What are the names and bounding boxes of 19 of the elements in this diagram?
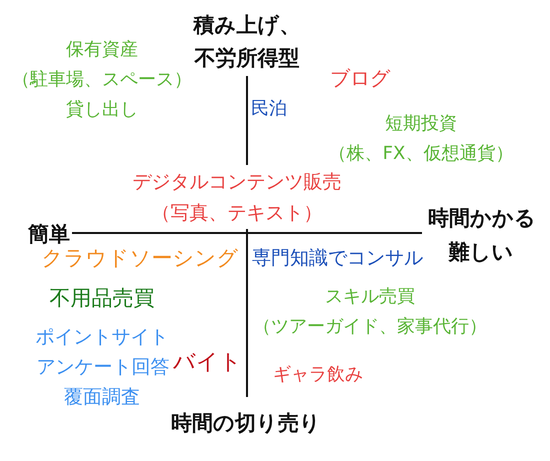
item-label: バイト	[173, 348, 242, 376]
item-label: ポイントサイト	[36, 324, 168, 350]
item-label: デジタルコンテンツ販売（写真、テキスト）	[132, 170, 342, 226]
item-label: 専門知識でコンサル	[252, 246, 423, 270]
item-label: 覆面調査	[64, 384, 140, 410]
item-label: アンケート回答	[36, 354, 170, 380]
axis-label: 時間かかる	[428, 204, 536, 232]
axis-label: 時間の切り売り	[171, 410, 321, 436]
item-label: ブログ	[330, 65, 390, 91]
axis-label: 簡単	[28, 220, 70, 248]
item-label: 保有資産（駐車場、スペース）貸し出し	[12, 38, 192, 122]
item-label: 民泊	[251, 96, 287, 120]
item-label: クラウドソーシング	[42, 244, 238, 272]
item-label: 短期投資（株、FX、仮想通貨）	[328, 112, 514, 166]
item-label: 不用品売買	[50, 284, 154, 312]
axis-label: 難しい	[448, 238, 514, 266]
axis-label: 積み上げ、不労所得型	[194, 12, 300, 72]
item-label: ギャラ飲み	[273, 362, 363, 386]
item-label: スキル売買（ツアーガイド、家事代行）	[253, 285, 487, 339]
